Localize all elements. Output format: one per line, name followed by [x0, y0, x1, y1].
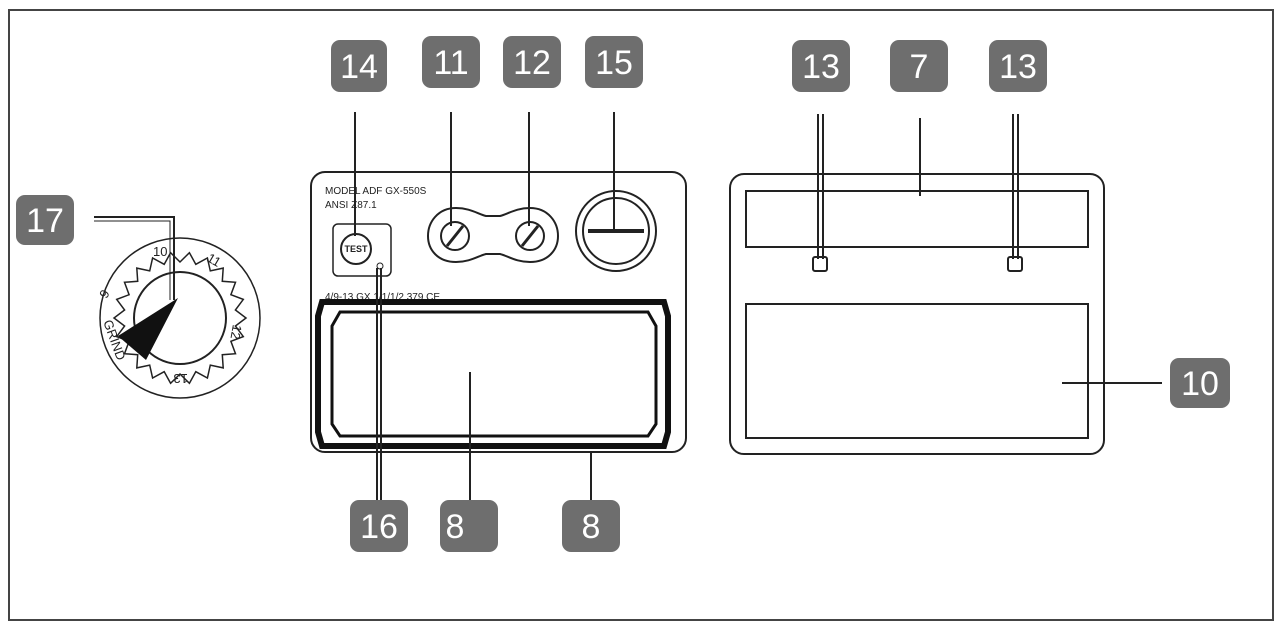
- dial-label-10: 10: [153, 244, 167, 259]
- dial-label-11: 11: [204, 250, 223, 270]
- filter-cartridge: MODEL ADF GX-550S ANSI Z87.1 TEST 4/9-13…: [310, 171, 687, 453]
- callout-13-right: 13: [989, 40, 1047, 92]
- svg-text:14: 14: [340, 48, 378, 86]
- leader-17-inner: [94, 220, 171, 300]
- callout-13-left: 13: [792, 40, 850, 92]
- callout-7: 7: [890, 40, 948, 92]
- cover-plate-bottom-window: [745, 303, 1089, 439]
- callout-11: 11: [422, 36, 480, 88]
- callout-16: 16: [350, 500, 408, 552]
- lens-window: [330, 310, 658, 438]
- svg-text:15: 15: [595, 44, 633, 82]
- svg-text:13: 13: [802, 48, 840, 86]
- standard-label: ANSI Z87.1: [325, 200, 377, 211]
- latch-right: [1007, 256, 1023, 272]
- callout-14: 14: [331, 40, 387, 92]
- shade-range-label: 4/9-13 GX 1/1/1/2 379 CE: [325, 292, 440, 303]
- svg-text:13: 13: [999, 48, 1037, 86]
- svg-text:8: 8: [582, 508, 601, 546]
- svg-text:16: 16: [360, 508, 398, 546]
- svg-text:12: 12: [513, 44, 551, 82]
- model-label: MODEL ADF GX-550S: [325, 186, 427, 197]
- dial-label-13: 13: [174, 371, 188, 386]
- test-button-label: TEST: [344, 244, 368, 254]
- svg-text:10: 10: [1181, 365, 1219, 403]
- cover-plate-top-window: [745, 190, 1089, 248]
- dial-knob: [133, 271, 227, 365]
- callout-12: 12: [503, 36, 561, 88]
- callout-8-left: 8: [440, 500, 498, 552]
- callout-15: 15: [585, 36, 643, 88]
- figure-frame: [8, 9, 1274, 621]
- shade-dial: 10 11 12 13 9 GRIND: [96, 237, 261, 399]
- dial-label-12: 12: [228, 324, 245, 341]
- leader-17: [94, 216, 175, 300]
- svg-text:7: 7: [910, 48, 929, 86]
- cover-plate: [729, 173, 1105, 455]
- callout-17: 17: [16, 195, 74, 245]
- sensitivity-knob-pointer: [520, 225, 540, 247]
- dial-outer-ring: [99, 237, 261, 399]
- svg-text:8: 8: [446, 508, 465, 546]
- dial-label-9: 9: [96, 287, 113, 301]
- callout-10: 10: [1170, 358, 1230, 408]
- delay-knob-pointer: [445, 225, 465, 247]
- callout-8-right: 8: [562, 500, 620, 552]
- dial-pointer-icon: [118, 298, 178, 360]
- leader-lines: [354, 112, 1162, 500]
- svg-text:11: 11: [433, 44, 468, 82]
- svg-text:17: 17: [26, 202, 64, 240]
- latch-left: [812, 256, 828, 272]
